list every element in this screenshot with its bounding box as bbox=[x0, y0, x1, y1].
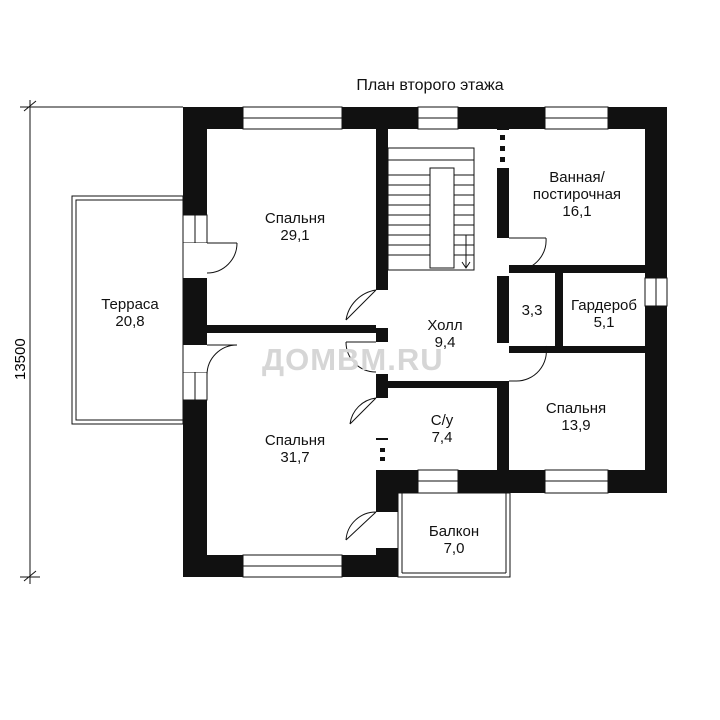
terrace-outline bbox=[71, 195, 184, 425]
room-area: 16,1 bbox=[562, 203, 592, 220]
room-wc: С/у 7,4 bbox=[406, 412, 478, 446]
room-area: 13,9 bbox=[561, 417, 591, 434]
room-area: 7,4 bbox=[431, 429, 453, 446]
room-balcony: Балкон 7,0 bbox=[410, 523, 498, 557]
room-bedroom-right: Спальня 13,9 bbox=[520, 400, 632, 434]
room-corridor: 3,3 bbox=[513, 302, 551, 319]
room-bedroom-top: Спальня 29,1 bbox=[240, 210, 350, 244]
window-lines bbox=[194, 117, 657, 567]
vent-dots bbox=[380, 135, 505, 461]
room-bathroom: Ванная/ постирочная 16,1 bbox=[516, 169, 638, 220]
room-terrace: Терраса 20,8 bbox=[80, 296, 180, 330]
door-swings bbox=[206, 237, 547, 541]
door-gaps bbox=[183, 238, 509, 548]
room-area: 5,1 bbox=[593, 314, 615, 331]
dimension-line bbox=[20, 100, 183, 584]
balcony-outline bbox=[397, 492, 511, 578]
room-hall: Холл 9,4 bbox=[400, 317, 490, 351]
room-name: Балкон bbox=[428, 523, 480, 540]
room-name: Холл bbox=[427, 317, 463, 334]
room-name-line2: постирочная bbox=[532, 186, 622, 203]
room-name: Спальня bbox=[264, 210, 326, 227]
room-wardrobe: Гардероб 5,1 bbox=[563, 297, 645, 331]
room-area: 20,8 bbox=[115, 313, 145, 330]
room-name: Спальня bbox=[264, 432, 326, 449]
room-bedroom-bottom: Спальня 31,7 bbox=[240, 432, 350, 466]
room-name: Терраса bbox=[101, 296, 159, 313]
room-name: Ванная/ bbox=[549, 169, 605, 186]
room-area: 29,1 bbox=[280, 227, 310, 244]
staircase bbox=[387, 147, 475, 271]
room-area: 7,0 bbox=[443, 540, 465, 557]
room-area: 3,3 bbox=[521, 302, 543, 319]
room-area: 31,7 bbox=[280, 449, 310, 466]
room-name: С/у bbox=[430, 412, 454, 429]
plan-title: План второго этажа bbox=[356, 77, 504, 94]
watermark: ДОМВМ.RU bbox=[262, 342, 444, 377]
room-name: Спальня bbox=[545, 400, 607, 417]
room-area: 9,4 bbox=[434, 334, 456, 351]
room-name: Гардероб bbox=[571, 297, 637, 314]
dimension-label: 13500 bbox=[12, 338, 29, 380]
